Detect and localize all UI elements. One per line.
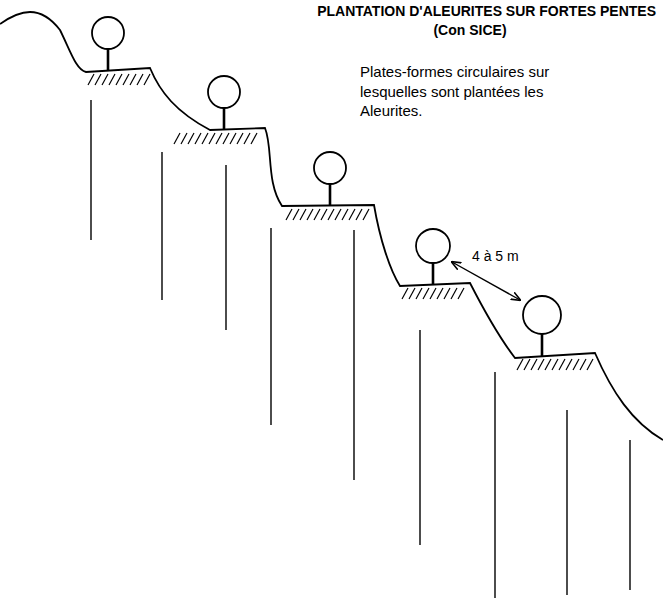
spacing-arrow	[452, 262, 520, 300]
dimension-label: 4 à 5 m	[470, 248, 521, 264]
credit-label: (Con SICE)	[433, 22, 506, 38]
slope-profile	[0, 12, 663, 440]
diagram-title: PLANTATION D'ALEURITES SUR FORTES PENTES	[317, 3, 656, 19]
note-text: Plates-formes circulaires sur lesquelles…	[360, 62, 585, 121]
platform-hatching	[88, 74, 593, 370]
depth-lines	[91, 100, 630, 598]
